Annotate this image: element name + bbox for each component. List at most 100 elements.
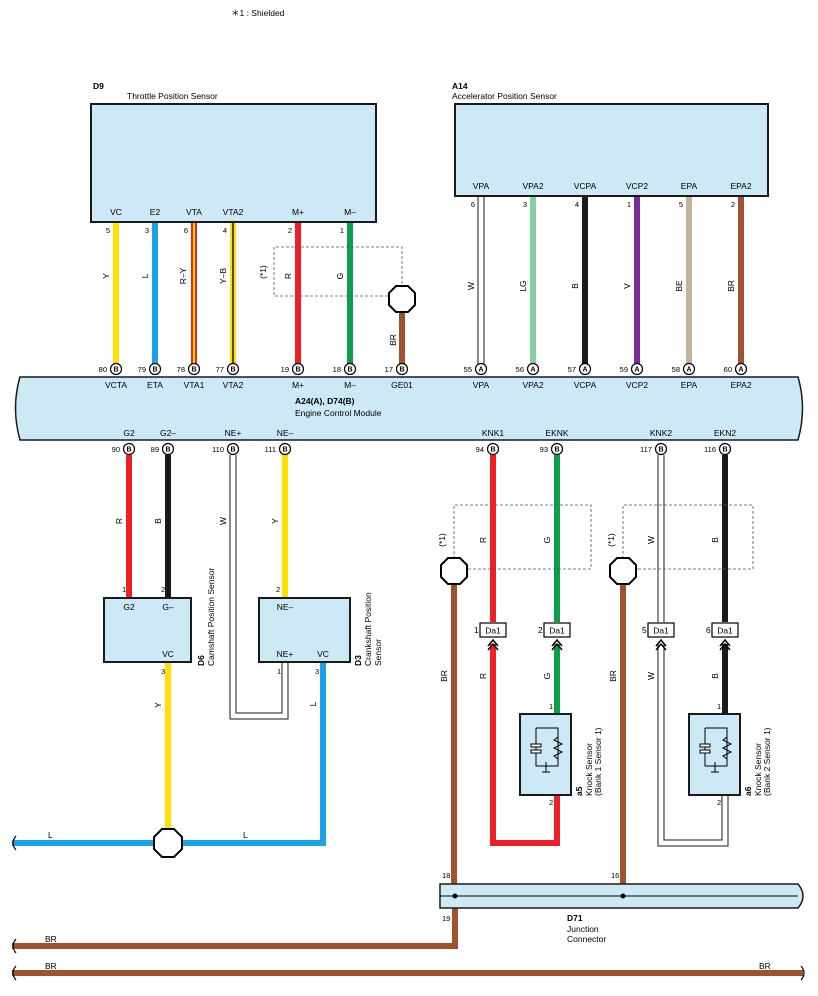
wire-color-label: B [153, 518, 163, 524]
svg-text:B: B [230, 367, 235, 374]
ecm-pin-number: 89 [151, 445, 159, 454]
ecm-pin-label: M+ [292, 380, 304, 390]
piezo-element-icon [530, 727, 564, 773]
aps-pin-label: VCPA [574, 181, 597, 191]
ecm-pin-number: 58 [672, 365, 680, 374]
ecm-pin-label: ETA [147, 380, 163, 390]
svg-text:B: B [347, 367, 352, 374]
wire-color-label: BR [388, 334, 398, 346]
shield-mark: (*1) [258, 265, 268, 279]
connector-badge: A [734, 362, 748, 376]
wire-ground-1 [12, 908, 458, 949]
svg-text:B: B [126, 447, 131, 454]
ecm-pin-number: 60 [724, 365, 732, 374]
aps-pin-label: EPA [681, 181, 698, 191]
connector-badge: B [343, 362, 357, 376]
connector-da1: 1 Da1 [474, 622, 507, 651]
ecm-top-pins: VCTA ETA VTA1 VTA2 M+ M– GE01 VPA VPA2 V… [99, 362, 752, 390]
cam-code: D6 [196, 655, 206, 666]
ecm-pin-label: VCTA [105, 380, 127, 390]
tps-pin-number: 1 [340, 226, 344, 235]
knock2-code: a6 [743, 786, 753, 796]
ecm-pin-number: 94 [476, 445, 484, 454]
connector-badge: B [718, 442, 732, 456]
tps-pin-number: 3 [145, 226, 149, 235]
knock2-pin-number: 1 [717, 702, 721, 711]
tps-pin-number: 2 [288, 226, 292, 235]
svg-text:B: B [191, 367, 196, 374]
connector-badge: B [187, 362, 201, 376]
crank-name: Crankshaft Position [363, 592, 373, 666]
ecm-code: A24(A), D74(B) [295, 396, 355, 406]
junction-node [452, 893, 458, 899]
jc-name: Junction [567, 924, 599, 934]
aps-name: Accelerator Position Sensor [452, 91, 557, 101]
ecm-pin-label: EKNK [545, 428, 568, 438]
tps-pin-number: 4 [223, 226, 227, 235]
svg-text:B: B [658, 447, 663, 454]
piezo-element-icon [699, 727, 733, 773]
ecm-pin-number: 111 [265, 445, 276, 454]
cam-name: Camshaft Position Sensor [206, 568, 216, 666]
connector-da1: 6 Da1 [706, 622, 739, 651]
wire-color-label: L [48, 830, 53, 840]
connector-da1: 5 Da1 [642, 622, 675, 651]
connector-badge: B [226, 362, 240, 376]
tps-pin-label: M+ [292, 207, 304, 217]
aps-pin-number: 6 [471, 200, 475, 209]
wire-color-label: G [542, 537, 552, 544]
cam-pin-label: G2 [123, 602, 135, 612]
wire-color-label: V [622, 283, 632, 289]
cam-pin-label: G– [162, 602, 174, 612]
tps-pin-label: VC [110, 207, 122, 217]
ecm-pin-label: KNK1 [482, 428, 504, 438]
aps-pin-number: 3 [523, 200, 527, 209]
tps-code: D9 [93, 81, 104, 91]
ecm-pin-label: VPA [473, 380, 490, 390]
wire-color-label: G [335, 273, 345, 280]
connector-badge: B [550, 442, 564, 456]
ecm-pin-label: GE01 [391, 380, 413, 390]
wire-ne-plus [229, 455, 289, 720]
ecm-pin-number: 78 [177, 365, 185, 374]
splice-octagon [153, 828, 183, 858]
jc-pin-number: 19 [442, 914, 450, 923]
knock2-name: (Bank 2 Sensor 1) [762, 727, 772, 796]
knock1-name: Knock Sensor [584, 743, 594, 796]
wire-knk2-lower [657, 644, 729, 847]
wire-color-label: Y [101, 273, 111, 279]
connector-badge: A [526, 362, 540, 376]
jc-name: Connector [567, 934, 606, 944]
ecm-pin-number: 19 [281, 365, 289, 374]
ecm-pin-number: 77 [216, 365, 224, 374]
crank-pin-number: 3 [315, 667, 319, 676]
wire-color-label: L [308, 701, 318, 706]
wire-color-label: L [140, 273, 150, 278]
wire-color-label: B [570, 283, 580, 289]
wires [12, 196, 803, 976]
shield-ground-octagon [609, 557, 637, 585]
shield-outline-knock1 [453, 504, 592, 570]
knock1-name: (Bank 1 Sensor 1) [593, 727, 603, 796]
knock1-pin-number: 1 [549, 702, 553, 711]
continuation-mark [12, 835, 17, 851]
cam-pin-label: VC [162, 649, 174, 659]
aps-pin-number: 5 [679, 200, 683, 209]
svg-text:B: B [722, 447, 727, 454]
svg-text:A: A [686, 367, 691, 374]
junction-node [620, 893, 626, 899]
ecm-pin-number: 18 [333, 365, 341, 374]
knock-sensor-bank2 [688, 713, 741, 796]
wire-color-label: BE [674, 280, 684, 292]
shield-mark: (*1) [437, 533, 447, 547]
ecm-pin-number: 116 [704, 445, 716, 454]
ecm-pin-label: M– [344, 380, 356, 390]
svg-text:B: B [282, 447, 287, 454]
connector-badge: A [474, 362, 488, 376]
svg-text:A: A [634, 367, 639, 374]
shielded-note: ＊1 : Shielded [231, 8, 285, 18]
knock2-pin-number: 2 [717, 798, 721, 807]
ecm-pin-label: EPA2 [730, 380, 751, 390]
ecm-pin-label: G2– [160, 428, 176, 438]
ecm-pin-number: 57 [568, 365, 576, 374]
